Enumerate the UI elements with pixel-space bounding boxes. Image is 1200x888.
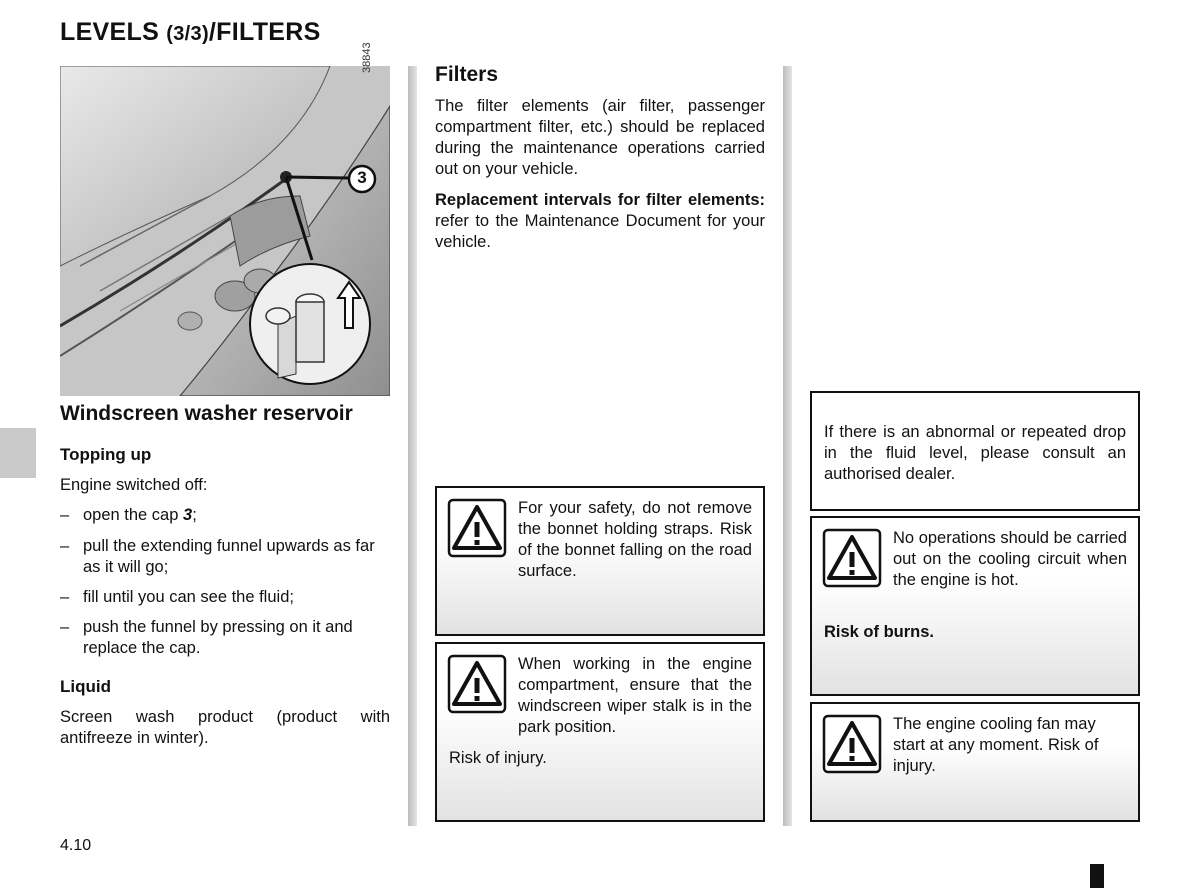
step-reference: 3 <box>183 506 193 524</box>
callout-circle <box>347 164 377 194</box>
title-section-count: (3/3) <box>166 23 209 45</box>
warning-triangle-icon <box>822 714 882 774</box>
step-text: push the funnel by pressing on it and re… <box>83 618 353 657</box>
list-item: – pull the extending funnel upwards as f… <box>60 536 390 578</box>
warning-box: For your safety, do not remove the bonne… <box>435 486 765 636</box>
replacement-intervals-label: Replacement intervals for filter element… <box>435 191 765 209</box>
subheading-liquid: Liquid <box>60 677 111 696</box>
note-text: If there is an abnormal or repeated drop… <box>824 423 1126 483</box>
callout-number: 3 <box>357 168 367 187</box>
list-dash: – <box>60 618 70 636</box>
section-heading-washer-reservoir: Windscreen washer reservoir <box>60 402 353 425</box>
column-divider <box>783 66 792 826</box>
warning-box: When working in the engine compartment, … <box>435 642 765 822</box>
liquid-text: Screen wash product (product with antifr… <box>60 708 390 747</box>
title-main: LEVELS <box>60 18 167 46</box>
list-item: – open the cap 3; <box>60 505 390 526</box>
step-text: fill until you can see the fluid; <box>83 588 294 606</box>
topping-up-intro: Engine switched off: <box>60 476 208 494</box>
page-edge-mark <box>1090 864 1104 888</box>
section-heading-filters: Filters <box>435 63 499 86</box>
warning-text: The engine cooling fan may start at any … <box>893 715 1099 775</box>
warning-box: The engine cooling fan may start at any … <box>810 702 1140 822</box>
note-box: If there is an abnormal or repeated drop… <box>810 391 1140 511</box>
engine-bay-illustration: 3 <box>60 66 390 396</box>
warning-text: When working in the engine compartment, … <box>518 655 752 736</box>
list-item: – fill until you can see the fluid; <box>60 587 390 608</box>
warning-text: No operations should be carried out on t… <box>893 529 1127 589</box>
warning-triangle-icon <box>822 528 882 588</box>
subheading-topping-up: Topping up <box>60 445 152 464</box>
engine-bay-drawing <box>60 66 390 396</box>
chapter-tab <box>0 428 36 478</box>
step-text: open the cap <box>83 506 183 524</box>
list-dash: – <box>60 588 70 606</box>
step-text: pull the extending funnel upwards as far… <box>83 537 375 576</box>
page-title: LEVELS (3/3)/FILTERS <box>60 18 321 47</box>
warning-risk-text: Risk of burns. <box>824 623 935 641</box>
warning-box: No operations should be carried out on t… <box>810 516 1140 696</box>
title-rest: /FILTERS <box>208 18 321 46</box>
step-text-end: ; <box>192 506 197 524</box>
column-divider <box>408 66 417 826</box>
figure-reference-number: 38843 <box>361 42 373 73</box>
replacement-intervals-detail: refer to the Maintenance Document for yo… <box>435 212 765 251</box>
warning-text: For your safety, do not remove the bonne… <box>518 499 752 580</box>
filters-text: The filter elements (air filter, passeng… <box>435 97 765 178</box>
warning-triangle-icon <box>447 498 507 558</box>
page-number: 4.10 <box>60 837 92 854</box>
replacement-intervals-text: Replacement intervals for filter element… <box>435 190 765 253</box>
list-item: – push the funnel by pressing on it and … <box>60 617 390 659</box>
list-dash: – <box>60 506 70 524</box>
list-dash: – <box>60 537 70 555</box>
warning-risk-text: Risk of injury. <box>449 749 547 767</box>
warning-triangle-icon <box>447 654 507 714</box>
